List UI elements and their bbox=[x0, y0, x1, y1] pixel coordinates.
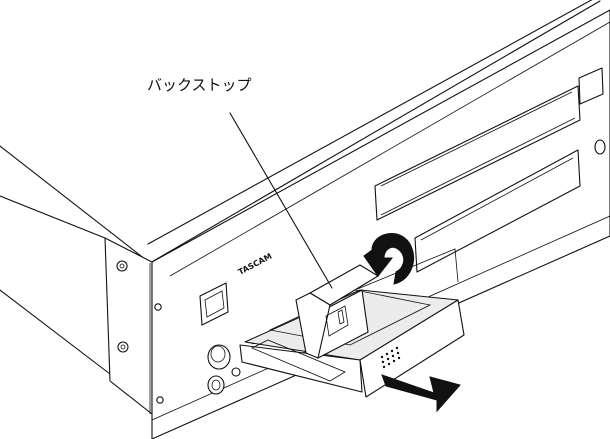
drive-slot-upper bbox=[374, 85, 581, 221]
callout-label: バックストップ bbox=[147, 76, 252, 94]
drive-slot-lower bbox=[414, 149, 581, 273]
headphone-jack bbox=[207, 375, 225, 395]
rack-screw-bottom bbox=[117, 341, 129, 353]
curved-arrow-icon bbox=[363, 233, 415, 285]
front-panel-bevel bbox=[169, 21, 610, 277]
power-button[interactable] bbox=[199, 282, 229, 326]
volume-knob[interactable] bbox=[207, 344, 231, 370]
callout-leader-line bbox=[229, 112, 333, 289]
chassis-top-edge bbox=[0, 0, 601, 264]
chassis-side-edge bbox=[0, 195, 111, 375]
back-stop[interactable] bbox=[295, 264, 379, 359]
chassis-top-rear-edge bbox=[147, 0, 593, 245]
rack-screw-top bbox=[116, 260, 128, 272]
rack-ear bbox=[104, 237, 153, 415]
arrow-down-right-icon bbox=[381, 374, 461, 413]
panel-mount-hole-bottom bbox=[156, 396, 164, 404]
panel-mount-hole-top bbox=[154, 303, 162, 311]
small-jack bbox=[231, 367, 241, 377]
indicator-led bbox=[594, 139, 606, 155]
tray-vent-dots bbox=[380, 346, 401, 369]
eject-button[interactable] bbox=[578, 67, 604, 105]
